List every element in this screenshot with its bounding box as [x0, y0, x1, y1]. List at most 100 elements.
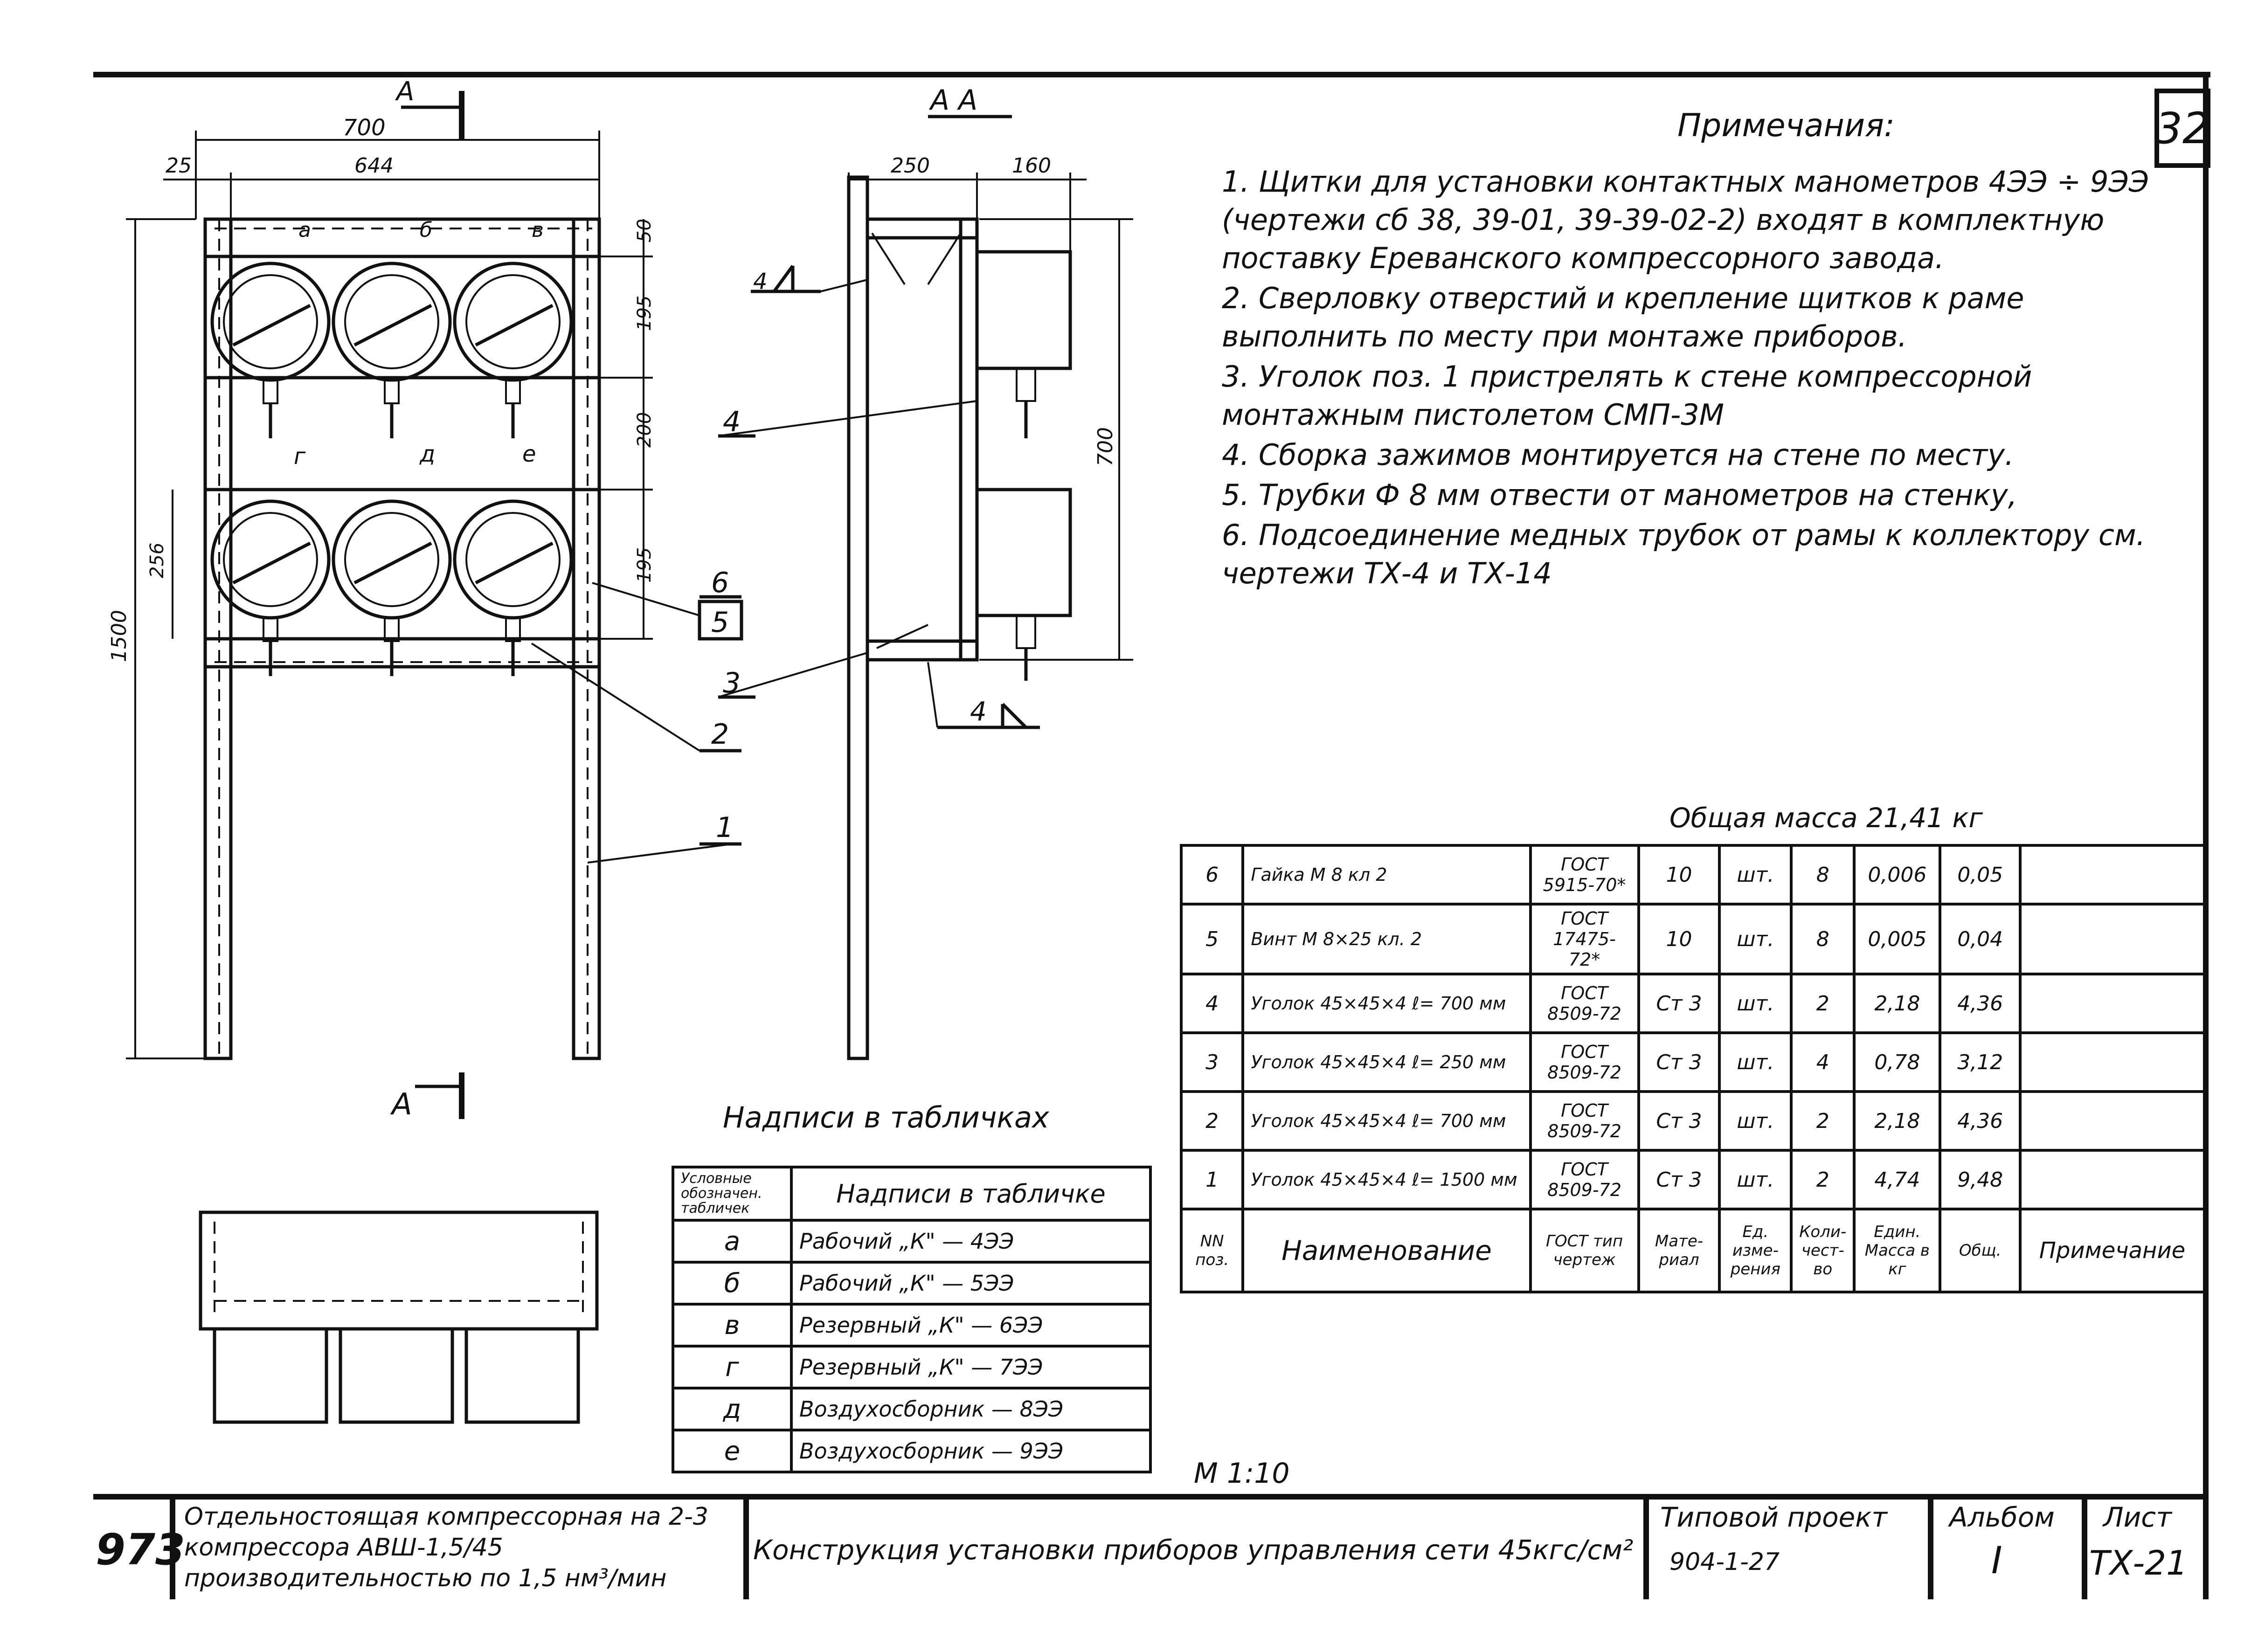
spec-cell-3: Ст 3	[1637, 1090, 1721, 1152]
front-view	[203, 217, 601, 1060]
plate-code: б	[672, 1261, 793, 1306]
spec-cell-1: Уголок 45×45×4 ℓ= 250 мм	[1241, 1031, 1532, 1093]
plate-code: в	[672, 1303, 793, 1348]
spec-cell-2: ГОСТ 8509-72	[1529, 973, 1640, 1034]
gauges-bottom-row	[210, 499, 573, 676]
spec-cell-0: 3	[1179, 1031, 1245, 1093]
dim-50: 50	[634, 219, 655, 242]
spec-header-material: Мате-риал	[1637, 1208, 1721, 1293]
spec-cell-4: шт.	[1718, 1090, 1793, 1152]
gauge-e	[453, 499, 573, 676]
plates-header-1: Надписи в табличке	[790, 1166, 1152, 1222]
title-object: Отдельностоящая компрессорная на 2-3 ком…	[184, 1503, 708, 1592]
spec-cell-7: 4,36	[1939, 973, 2022, 1034]
spec-cell-8	[2018, 844, 2206, 905]
notes-title: Примечания:	[1677, 107, 1895, 144]
callout-4: 4	[723, 406, 741, 438]
spec-cell-6: 0,006	[1853, 844, 1942, 905]
spec-cell-5: 8	[1790, 903, 1856, 975]
plate-code: г	[672, 1345, 793, 1389]
spec-cell-8	[2018, 1031, 2206, 1093]
spec-header-unit: Ед. изме-рения	[1718, 1208, 1793, 1293]
plates-title: Надписи в табличках	[723, 1100, 1049, 1134]
spec-header-unit-mass: Един.	[1874, 1223, 1921, 1241]
spec-cell-0: 4	[1179, 973, 1245, 1034]
gauge-letter-e: е	[522, 441, 536, 467]
title-drawing: Конструкция установки приборов управлени…	[753, 1534, 1634, 1566]
spec-cell-1: Уголок 45×45×4 ℓ= 700 мм	[1241, 973, 1532, 1034]
plate-code: а	[672, 1219, 793, 1264]
spec-cell-8	[2018, 973, 2206, 1034]
callout-1: 1	[716, 811, 734, 844]
note-item-2: 2. Сверловку отверстий и крепление щитко…	[1222, 281, 2024, 353]
title-project-label: Типовой проект	[1660, 1501, 1888, 1533]
plate-text: Воздухосборник — 9ЭЭ	[790, 1429, 1152, 1473]
gauge-letter-b: б	[420, 218, 432, 242]
gauge-v	[453, 262, 573, 438]
spec-header-mass: Масса в кг	[1864, 1241, 1930, 1279]
note-item-5: 5. Трубки Ф 8 мм отвести от манометров н…	[1222, 478, 2017, 512]
title-album-label: Альбом	[1949, 1501, 2055, 1533]
spec-cell-7: 0,05	[1939, 844, 2022, 905]
spec-cell-3: Ст 3	[1637, 1031, 1721, 1093]
dim-160: 160	[1012, 154, 1051, 178]
spec-cell-1: Винт М 8×25 кл. 2	[1241, 903, 1532, 975]
spec-cell-6: 0,005	[1853, 903, 1942, 975]
spec-cell-3: Ст 3	[1637, 1149, 1721, 1210]
dim-195-a: 195	[634, 296, 655, 331]
gauge-d	[332, 499, 452, 676]
sheet-number-box: 32	[2154, 89, 2210, 168]
title-project-number: 904-1-27	[1669, 1548, 1780, 1576]
spec-cell-7: 3,12	[1939, 1031, 2022, 1093]
plan-view	[199, 1210, 599, 1424]
spec-header-qty: Коли-чест-во	[1790, 1208, 1856, 1293]
plate-text: Воздухосборник — 8ЭЭ	[790, 1387, 1152, 1431]
spec-cell-7: 9,48	[1939, 1149, 2022, 1210]
spec-header-note: Примечание	[2018, 1208, 2206, 1293]
title-block-lines	[93, 1494, 2206, 1599]
spec-cell-8	[2018, 903, 2206, 975]
title-sheet-value: ТХ-21	[2089, 1543, 2188, 1583]
cut-label-top: А	[395, 76, 414, 107]
spec-cell-5: 4	[1790, 1031, 1856, 1093]
note-item-3: 3. Уголок поз. 1 пристрелять к стене ком…	[1222, 359, 2032, 432]
dim-1500: 1500	[107, 610, 131, 662]
spec-mass-label: Общая масса 21,41 кг	[1669, 802, 1983, 834]
spec-header-unit_mass: Един.Масса в кг	[1853, 1208, 1942, 1293]
dim-644: 644	[354, 154, 394, 178]
spec-cell-3: 10	[1637, 903, 1721, 975]
note-item-1: 1. Щитки для установки контактных маноме…	[1222, 165, 2149, 275]
spec-cell-0: 5	[1179, 903, 1245, 975]
note-item-4: 4. Сборка зажимов монтируется на стене п…	[1222, 438, 2014, 472]
spec-cell-6: 4,74	[1853, 1149, 1942, 1210]
spec-cell-8	[2018, 1090, 2206, 1152]
gauge-letter-v: в	[532, 218, 544, 242]
spec-cell-1: Уголок 45×45×4 ℓ= 1500 мм	[1241, 1149, 1532, 1210]
section-view	[718, 115, 1133, 1060]
spec-cell-6: 2,18	[1853, 973, 1942, 1034]
spec-cell-2: ГОСТ 8509-72	[1529, 1031, 1640, 1093]
weld-label-bottom: 4	[970, 697, 987, 727]
gauge-g	[210, 499, 331, 676]
spec-header-name: Наименование	[1241, 1208, 1532, 1293]
dim-700-section: 700	[1094, 427, 1117, 466]
front-dimensions	[126, 91, 653, 1119]
scale-label: М 1:10	[1194, 1457, 1290, 1490]
spec-cell-7: 0,04	[1939, 903, 2022, 975]
gauge-letter-d: д	[419, 441, 435, 467]
spec-cell-1: Гайка М 8 кл 2	[1241, 844, 1532, 905]
gauge-letter-g: г	[294, 443, 306, 470]
spec-cell-8	[2018, 1149, 2206, 1210]
spec-cell-2: ГОСТ 8509-72	[1529, 1149, 1640, 1210]
gauges-top-row	[210, 262, 573, 438]
